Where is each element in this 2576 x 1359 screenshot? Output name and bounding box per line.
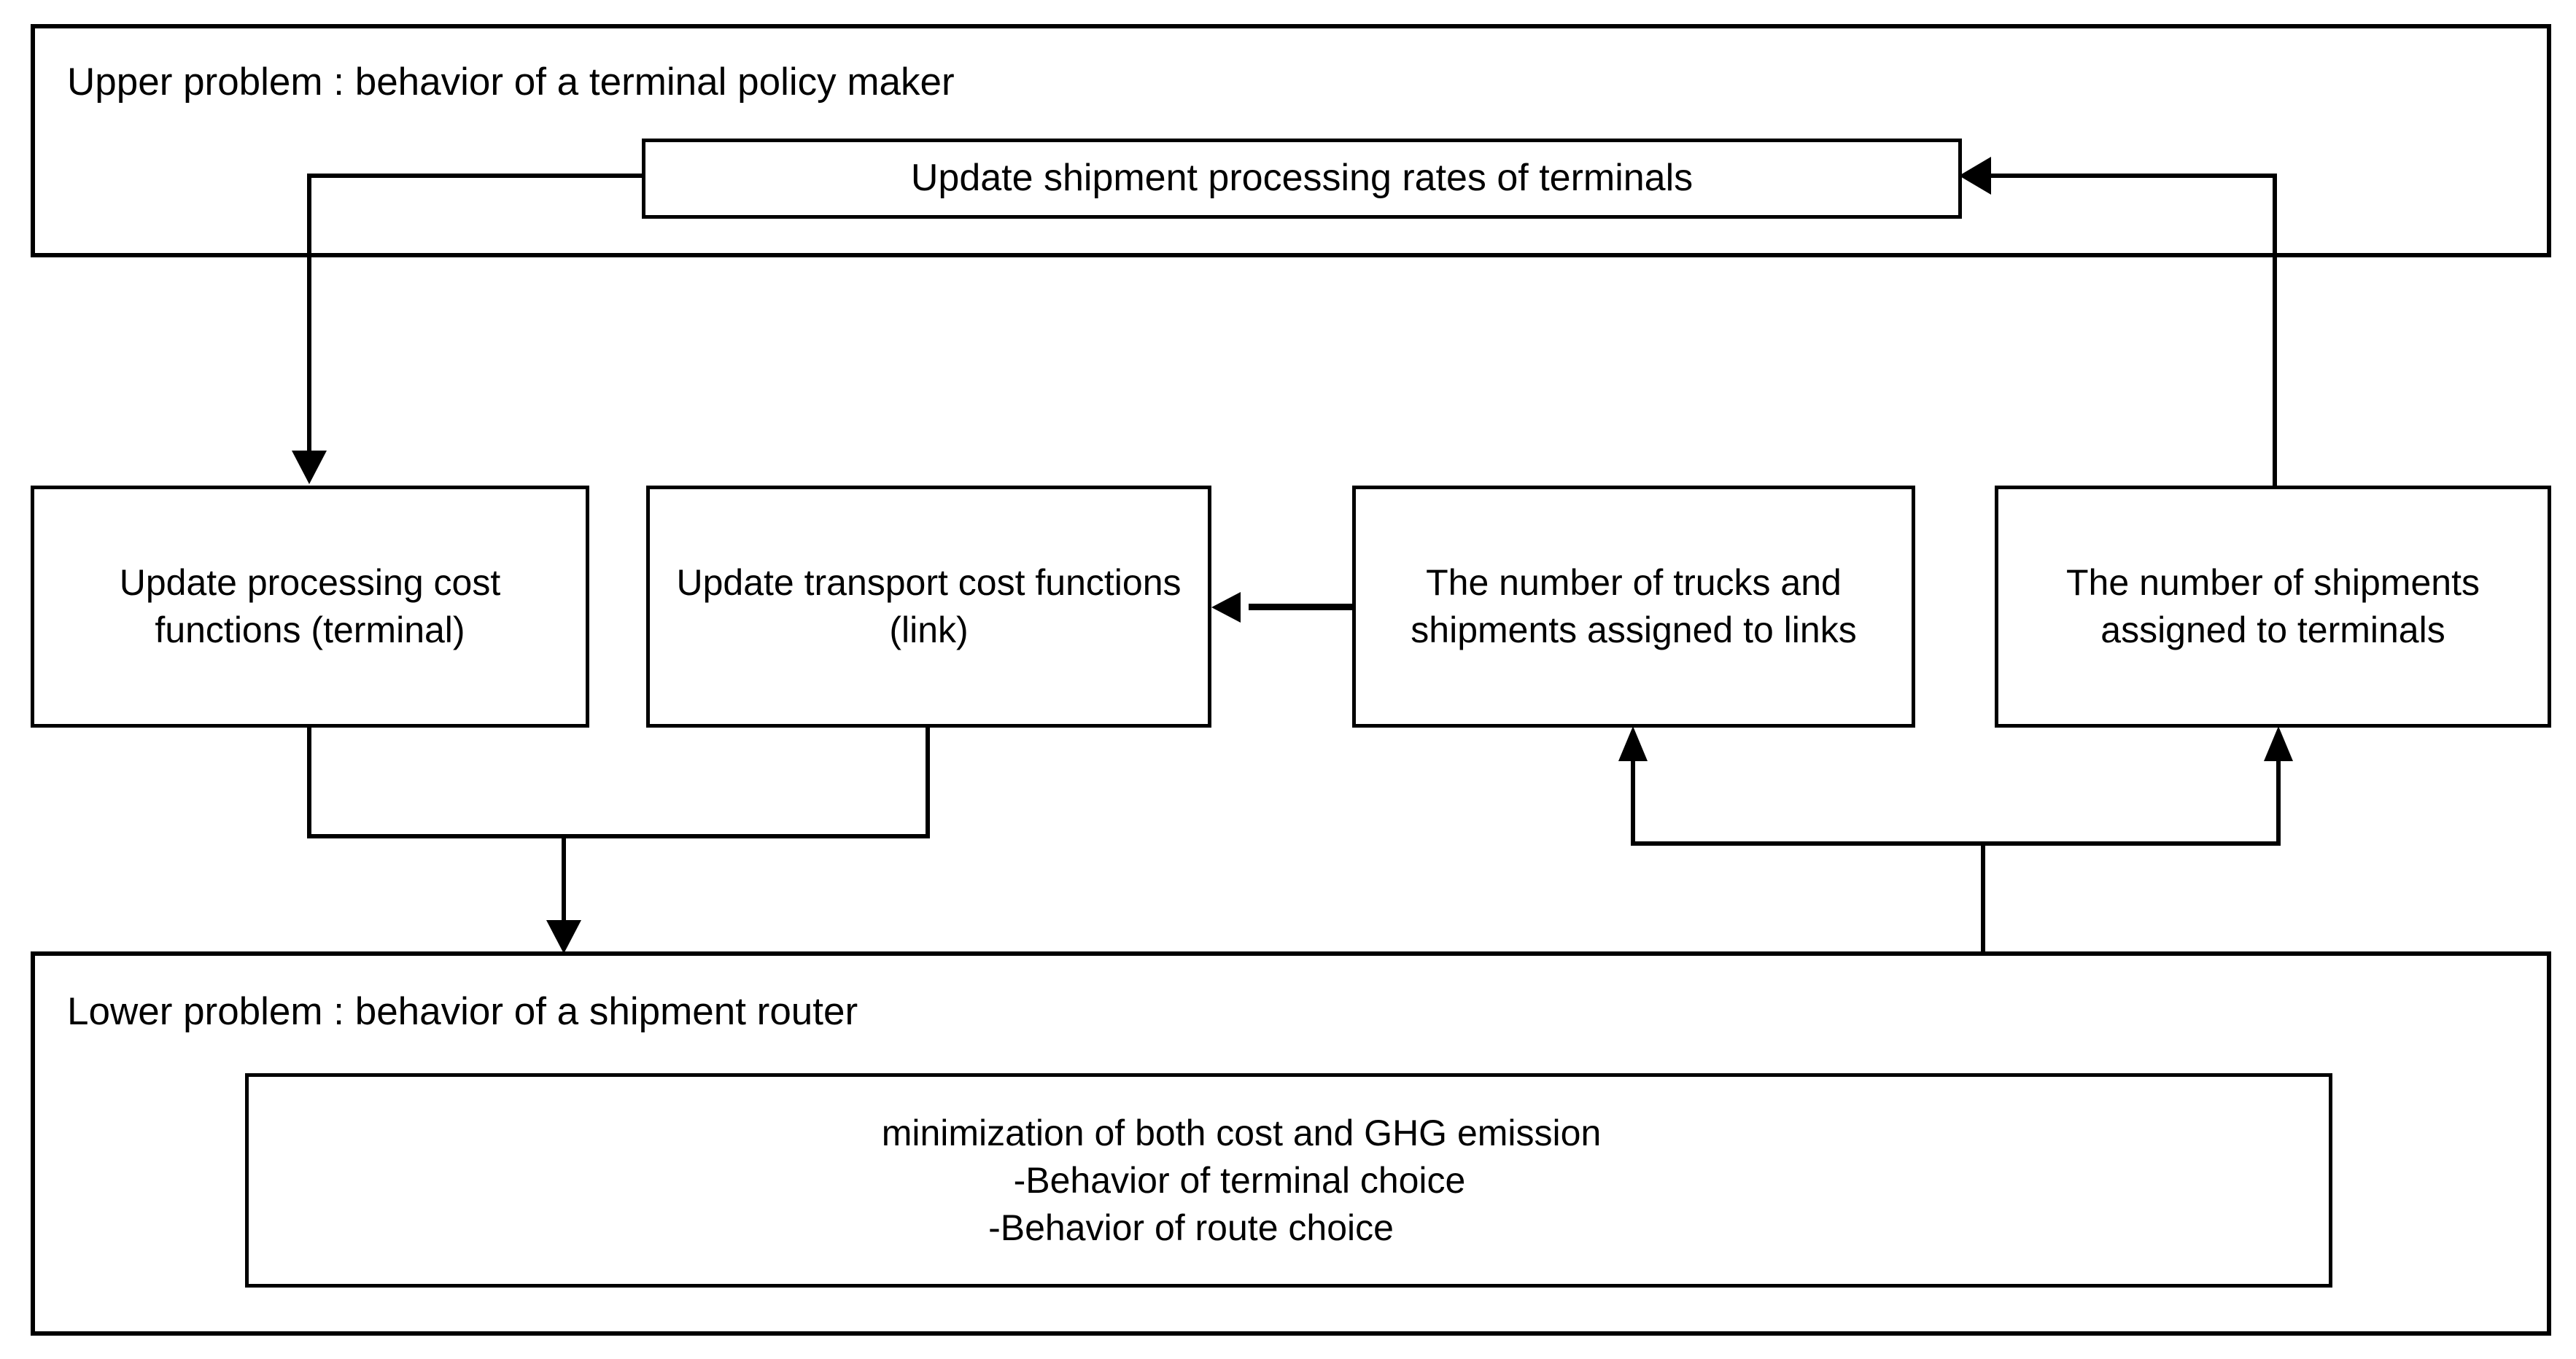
connector-up-to-trucks-links	[1631, 758, 1635, 844]
upper-problem-title: Upper problem : behavior of a terminal p…	[67, 61, 955, 104]
node-shipments-assigned-to-terminals-label: The number of shipments assigned to term…	[2066, 562, 2480, 650]
node-trucks-and-shipments-assigned-to-links-label: The number of trucks and shipments assig…	[1411, 562, 1857, 650]
objective-line-3: -Behavior of route choice	[988, 1207, 1394, 1248]
node-objective-box: minimization of both cost and GHG emissi…	[245, 1073, 2332, 1288]
node-update-shipment-processing-rates-label: Update shipment processing rates of term…	[910, 157, 1694, 200]
node-update-transport-cost-functions: Update transport cost functions (link)	[646, 486, 1211, 728]
node-update-processing-cost-functions-label: Update processing cost functions (termin…	[119, 562, 501, 650]
arrowhead-into-trucks-links	[1618, 726, 1648, 761]
connector-lower-to-right-vertical	[1981, 844, 1985, 954]
node-update-shipment-processing-rates: Update shipment processing rates of term…	[642, 139, 1962, 219]
arrowhead-into-shipments-terminals	[2264, 726, 2293, 761]
connector-trucks-to-transport-cost	[1249, 604, 1355, 610]
objective-line-2: -Behavior of terminal choice	[1013, 1159, 1466, 1201]
node-trucks-and-shipments-assigned-to-links: The number of trucks and shipments assig…	[1352, 486, 1915, 728]
connector-right-split-horizontal	[1631, 841, 2281, 846]
connector-right-loop-horizontal	[1991, 174, 2277, 178]
connector-right-loop-vertical	[2273, 174, 2277, 488]
arrowhead-into-processing-cost	[292, 451, 327, 484]
connector-merge-to-lower-vertical	[562, 834, 566, 924]
arrowhead-into-lower-problem	[546, 920, 581, 954]
connector-transport-cost-down	[926, 726, 930, 837]
arrowhead-into-transport-cost	[1211, 592, 1241, 623]
connector-left-loop-vertical	[307, 174, 311, 452]
objective-line-1: minimization of both cost and GHG emissi…	[881, 1112, 1602, 1153]
node-update-transport-cost-functions-label: Update transport cost functions (link)	[676, 562, 1182, 650]
connector-processing-cost-down	[307, 726, 311, 837]
connector-left-loop-horizontal	[307, 174, 644, 178]
node-shipments-assigned-to-terminals: The number of shipments assigned to term…	[1995, 486, 2551, 728]
lower-problem-title: Lower problem : behavior of a shipment r…	[67, 990, 858, 1033]
node-update-processing-cost-functions: Update processing cost functions (termin…	[31, 486, 589, 728]
arrowhead-into-update-rates	[1959, 157, 1991, 195]
connector-left-merge-horizontal	[307, 834, 930, 838]
connector-up-to-shipments-terminals	[2276, 758, 2281, 844]
